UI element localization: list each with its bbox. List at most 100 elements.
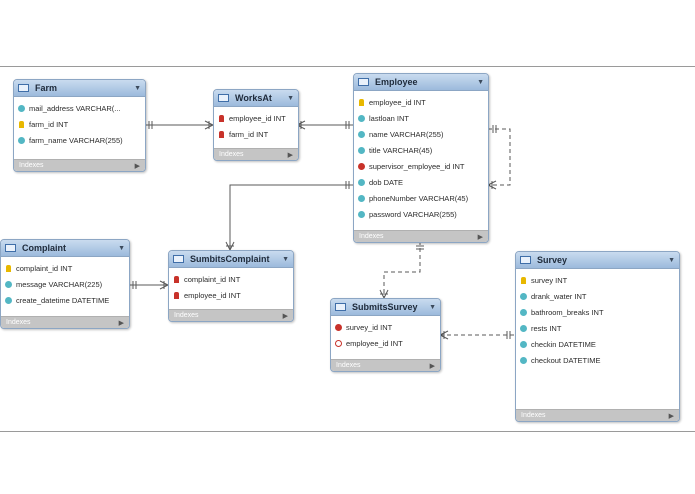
table-complaint[interactable]: Complaint ▼ complaint_id INT message VAR…: [0, 239, 130, 329]
table-submitssurvey[interactable]: SubmitsSurvey ▼ survey_id INT employee_i…: [330, 298, 441, 372]
expand-arrow-icon[interactable]: ▶: [287, 151, 293, 159]
column-label: lastloan INT: [369, 113, 410, 123]
expand-arrow-icon[interactable]: ▶: [668, 412, 674, 420]
column-label: farm_name VARCHAR(255): [29, 135, 123, 145]
indexes-label: Indexes: [6, 319, 31, 326]
table-name: SubmitsSurvey: [352, 302, 418, 312]
expand-arrow-icon[interactable]: ▶: [477, 233, 483, 241]
column-row[interactable]: checkin DATETIME: [516, 336, 679, 352]
column-label: name VARCHAR(255): [369, 129, 444, 139]
attribute-icon: [520, 324, 527, 332]
column-row[interactable]: complaint_id INT: [169, 271, 293, 287]
table-name: WorksAt: [235, 93, 272, 103]
table-header[interactable]: Farm ▼: [14, 80, 145, 97]
expand-arrow-icon[interactable]: ▶: [118, 319, 124, 327]
chevron-down-icon[interactable]: ▼: [118, 244, 125, 252]
foreign-primary-key-icon: [219, 114, 224, 122]
table-header[interactable]: Complaint ▼: [1, 240, 129, 257]
column-row[interactable]: lastloan INT: [354, 110, 488, 126]
column-row[interactable]: employee_id INT: [214, 110, 298, 126]
column-label: phoneNumber VARCHAR(45): [369, 193, 469, 203]
table-survey[interactable]: Survey ▼ survey INT drank_water INT bath…: [515, 251, 680, 422]
table-header[interactable]: Employee ▼: [354, 74, 488, 91]
column-label: mail_address VARCHAR(...: [29, 103, 121, 113]
column-row[interactable]: supervisor_employee_id INT: [354, 158, 488, 174]
table-header[interactable]: WorksAt ▼: [214, 90, 298, 107]
table-header[interactable]: SumbitsComplaint ▼: [169, 251, 293, 268]
expand-arrow-icon[interactable]: ▶: [429, 362, 435, 370]
column-row[interactable]: rests INT: [516, 320, 679, 336]
indexes-section[interactable]: Indexes ▶: [14, 159, 145, 171]
table-icon: [5, 244, 16, 252]
chevron-down-icon[interactable]: ▼: [477, 78, 484, 86]
column-row[interactable]: survey INT: [516, 272, 679, 288]
indexes-section[interactable]: Indexes ▶: [1, 316, 129, 328]
chevron-down-icon[interactable]: ▼: [668, 256, 675, 264]
attribute-icon: [5, 296, 12, 304]
attribute-icon: [520, 308, 527, 316]
column-row[interactable]: name VARCHAR(255): [354, 126, 488, 142]
column-label: employee_id INT: [184, 290, 241, 300]
column-row[interactable]: bathroom_breaks INT: [516, 304, 679, 320]
column-row[interactable]: farm_id INT: [214, 126, 298, 142]
column-row[interactable]: employee_id INT: [331, 335, 440, 351]
column-label: employee_id INT: [369, 97, 426, 107]
column-row[interactable]: title VARCHAR(45): [354, 142, 488, 158]
indexes-section[interactable]: Indexes ▶: [169, 309, 293, 321]
attribute-icon: [18, 136, 25, 144]
attribute-icon: [358, 146, 365, 154]
column-row[interactable]: mail_address VARCHAR(...: [14, 100, 145, 116]
table-icon: [520, 256, 531, 264]
indexes-section[interactable]: Indexes ▶: [214, 148, 298, 160]
column-row[interactable]: survey_id INT: [331, 319, 440, 335]
indexes-section[interactable]: Indexes ▶: [354, 230, 488, 242]
column-row[interactable]: create_datetime DATETIME: [1, 292, 129, 308]
attribute-icon: [520, 356, 527, 364]
attribute-icon: [520, 340, 527, 348]
column-label: create_datetime DATETIME: [16, 295, 110, 305]
column-row[interactable]: drank_water INT: [516, 288, 679, 304]
table-name: Employee: [375, 77, 418, 87]
column-label: farm_id INT: [229, 129, 269, 139]
table-name: Survey: [537, 255, 568, 265]
column-row[interactable]: checkout DATETIME: [516, 352, 679, 368]
column-row[interactable]: farm_id INT: [14, 116, 145, 132]
column-label: password VARCHAR(255): [369, 209, 457, 219]
column-label: employee_id INT: [229, 113, 286, 123]
table-icon: [358, 78, 369, 86]
attribute-icon: [5, 280, 12, 288]
column-row[interactable]: password VARCHAR(255): [354, 206, 488, 222]
column-row[interactable]: employee_id INT: [354, 94, 488, 110]
table-worksat[interactable]: WorksAt ▼ employee_id INT farm_id INT In…: [213, 89, 299, 161]
chevron-down-icon[interactable]: ▼: [282, 255, 289, 263]
column-label: checkin DATETIME: [531, 339, 596, 349]
column-label: complaint_id INT: [16, 263, 73, 273]
expand-arrow-icon[interactable]: ▶: [282, 312, 288, 320]
column-row[interactable]: message VARCHAR(225): [1, 276, 129, 292]
table-employee[interactable]: Employee ▼ employee_id INT lastloan INT …: [353, 73, 489, 243]
attribute-icon: [358, 130, 365, 138]
indexes-section[interactable]: Indexes ▶: [516, 409, 679, 421]
table-header[interactable]: Survey ▼: [516, 252, 679, 269]
primary-key-icon: [359, 98, 364, 106]
chevron-down-icon[interactable]: ▼: [287, 94, 294, 102]
attribute-icon: [18, 104, 25, 112]
column-row[interactable]: complaint_id INT: [1, 260, 129, 276]
chevron-down-icon[interactable]: ▼: [429, 303, 436, 311]
table-farm[interactable]: Farm ▼ mail_address VARCHAR(... farm_id …: [13, 79, 146, 172]
column-row[interactable]: farm_name VARCHAR(255): [14, 132, 145, 148]
column-row[interactable]: dob DATE: [354, 174, 488, 190]
column-row[interactable]: employee_id INT: [169, 287, 293, 303]
column-label: rests INT: [531, 323, 562, 333]
column-label: complaint_id INT: [184, 274, 241, 284]
table-sumbitscomplaint[interactable]: SumbitsComplaint ▼ complaint_id INT empl…: [168, 250, 294, 322]
column-row[interactable]: phoneNumber VARCHAR(45): [354, 190, 488, 206]
expand-arrow-icon[interactable]: ▶: [134, 162, 140, 170]
column-label: message VARCHAR(225): [16, 279, 103, 289]
table-header[interactable]: SubmitsSurvey ▼: [331, 299, 440, 316]
indexes-section[interactable]: Indexes ▶: [331, 359, 440, 371]
nullable-attribute-icon: [335, 339, 342, 347]
indexes-label: Indexes: [19, 162, 44, 169]
indexes-label: Indexes: [359, 233, 384, 240]
chevron-down-icon[interactable]: ▼: [134, 84, 141, 92]
